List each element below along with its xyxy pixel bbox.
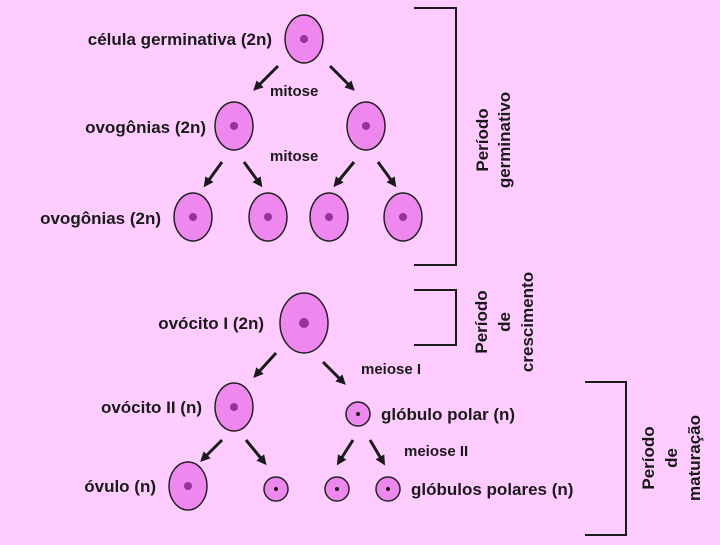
period-maturation-line2: de — [662, 448, 681, 468]
first-polar-body — [345, 401, 371, 427]
oogonia-cell-2 — [346, 101, 386, 151]
bracket-maturation — [585, 381, 627, 536]
period-growth-line1: Período — [472, 290, 491, 353]
label-meiosis-2: meiose II — [404, 443, 468, 460]
arrow-oocyte2-left — [200, 438, 224, 462]
oogonia-cell-5 — [309, 192, 349, 242]
label-germ-cell: célula germinativa (2n) — [88, 30, 272, 49]
bracket-germinative — [414, 7, 457, 266]
bracket-growth — [414, 289, 457, 346]
label-meiosis-1: meiose I — [361, 361, 421, 378]
arrow-polar-left — [336, 439, 355, 466]
oogonia-cell-6 — [383, 192, 423, 242]
arrow-polar-right — [368, 439, 386, 466]
ovum-cell — [168, 461, 208, 511]
oogonia-cell-1 — [214, 101, 254, 151]
period-germinative: Período germinativo — [473, 92, 514, 188]
label-oogonia-2: ovogônias (2n) — [40, 209, 161, 228]
polar-body-3 — [375, 476, 401, 502]
period-maturation-line1: Período — [639, 426, 658, 489]
brackets — [414, 7, 627, 536]
label-ovum: óvulo (n) — [84, 477, 156, 496]
period-growth-line3: crescimento — [518, 272, 537, 372]
arrow-oocyte2-right — [244, 439, 267, 466]
arrow-oocyte1-left — [253, 351, 278, 378]
primary-oocyte — [279, 292, 329, 354]
oogonia-cell-3 — [173, 192, 213, 242]
oogonia-cell-4 — [248, 192, 288, 242]
secondary-oocyte — [214, 382, 254, 432]
label-oogonia-1: ovogônias (2n) — [85, 118, 206, 137]
label-polar-body: glóbulo polar (n) — [381, 405, 515, 424]
label-mitosis-2: mitose — [270, 148, 318, 165]
polar-body-1 — [263, 476, 289, 502]
period-maturation: Período de maturação — [639, 415, 704, 501]
arrow-oog2-right — [376, 161, 397, 188]
arrow-oocyte1-right — [321, 360, 346, 385]
period-growth-line2: de — [495, 312, 514, 332]
arrow-germ-left — [253, 64, 280, 91]
arrow-oog1-right — [242, 161, 263, 188]
arrow-germ-right — [328, 64, 355, 91]
period-germinative-line2: germinativo — [495, 92, 514, 188]
period-growth: Período de crescimento — [472, 272, 537, 372]
label-oocyte-2: ovócito II (n) — [101, 398, 202, 417]
label-mitosis-1: mitose — [270, 83, 318, 100]
polar-body-2 — [324, 476, 350, 502]
label-polar-bodies: glóbulos polares (n) — [411, 480, 573, 499]
period-germinative-line1: Período — [473, 108, 492, 171]
arrow-oog2-left — [333, 161, 356, 188]
arrows — [200, 64, 397, 466]
germ-cell — [284, 14, 324, 64]
label-oocyte-1: ovócito I (2n) — [158, 314, 264, 333]
arrow-oog1-left — [203, 161, 224, 188]
period-maturation-line3: maturação — [685, 415, 704, 501]
